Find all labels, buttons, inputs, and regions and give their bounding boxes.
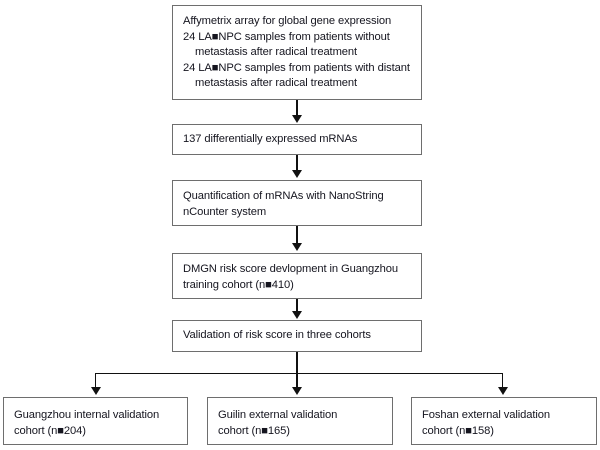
flow-node-guilin-external-validation-label: Guilin external validation cohort (n■165… [218,409,338,437]
connector-quantification-to-dmgn [296,226,298,244]
flow-node-foshan-external-validation-label: Foshan external validation cohort (n■158… [422,409,551,437]
arrowhead-down-icon [292,243,302,251]
flow-node-quantification: Quantification of mRNAs with NanoString … [172,180,422,226]
flow-node-quantification-label: Quantification of mRNAs with NanoString … [183,190,384,218]
flow-node-foshan-external-validation: Foshan external validation cohort (n■158… [411,397,597,445]
connector-branch-to-guilin [296,372,298,389]
connector-branch-to-foshan [502,372,504,389]
arrowhead-down-icon [292,170,302,178]
connector-mrnas-to-quantification [296,155,298,171]
flow-node-validation-three-cohorts: Validation of risk score in three cohort… [172,320,422,352]
connector-dmgn-to-validation [296,299,298,311]
connector-branch-to-guangzhou [95,372,97,389]
flow-node-affymetrix-array-label: Affymetrix array for global gene express… [183,15,410,89]
arrowhead-down-icon [292,311,302,319]
connector-affymetrix-to-mrnas [296,100,298,116]
arrowhead-down-icon [90,387,101,395]
arrowhead-down-icon [292,115,302,123]
connector-branch-bar [95,372,503,374]
arrowhead-down-icon [292,387,302,395]
flow-node-guangzhou-internal-validation-label: Guangzhou internal validation cohort (n■… [14,409,160,437]
flow-node-differential-mrnas: 137 differentially expressed mRNAs [172,124,422,155]
flow-node-affymetrix-array: Affymetrix array for global gene express… [172,5,422,100]
arrowhead-down-icon [497,387,508,395]
flow-node-validation-three-cohorts-label: Validation of risk score in three cohort… [183,329,371,341]
flow-node-guangzhou-internal-validation: Guangzhou internal validation cohort (n■… [3,397,188,445]
flow-node-dmgn-risk-score: DMGN risk score devlopment in Guangzhou … [172,253,422,299]
flow-node-dmgn-risk-score-label: DMGN risk score devlopment in Guangzhou … [183,263,398,291]
flow-node-differential-mrnas-label: 137 differentially expressed mRNAs [183,133,358,145]
connector-branch-trunk [296,352,298,374]
flow-node-guilin-external-validation: Guilin external validation cohort (n■165… [207,397,393,445]
